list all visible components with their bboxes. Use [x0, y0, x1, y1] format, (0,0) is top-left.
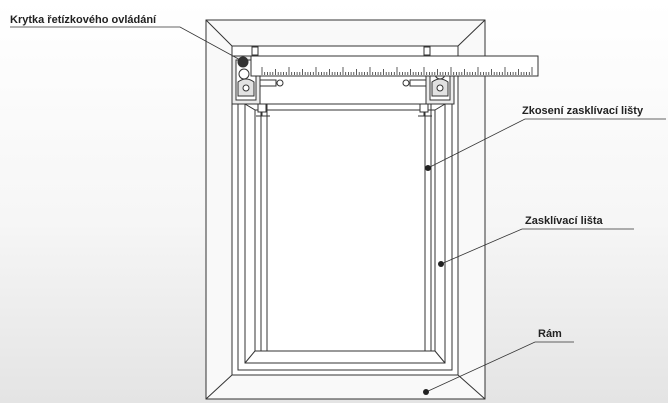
label-bead-chamfer: Zkosení zasklívací lišty: [522, 105, 644, 117]
label-frame: Rám: [538, 328, 562, 340]
callout-leaders: [10, 26, 666, 393]
left-mounting-bracket: [231, 55, 284, 117]
filled-circle-icon: [425, 165, 431, 171]
frame-leader: [425, 341, 574, 393]
blind-cassette-rail: [231, 45, 459, 57]
callout-dots: [423, 165, 444, 395]
filled-circle-icon: [438, 261, 444, 267]
filled-circle-icon: [423, 389, 429, 395]
window-frame: [205, 19, 486, 400]
glazing-bead-leader: [440, 228, 634, 265]
chain-cover-leader: [10, 26, 245, 63]
label-chain-cover: Krytka řetízkového ovládání: [10, 14, 157, 26]
measuring-ruler: [250, 55, 539, 77]
ruler-ticks: [261, 67, 533, 75]
label-glazing-bead: Zasklívací lišta: [525, 215, 604, 227]
bead-chamfer-leader: [427, 118, 666, 169]
